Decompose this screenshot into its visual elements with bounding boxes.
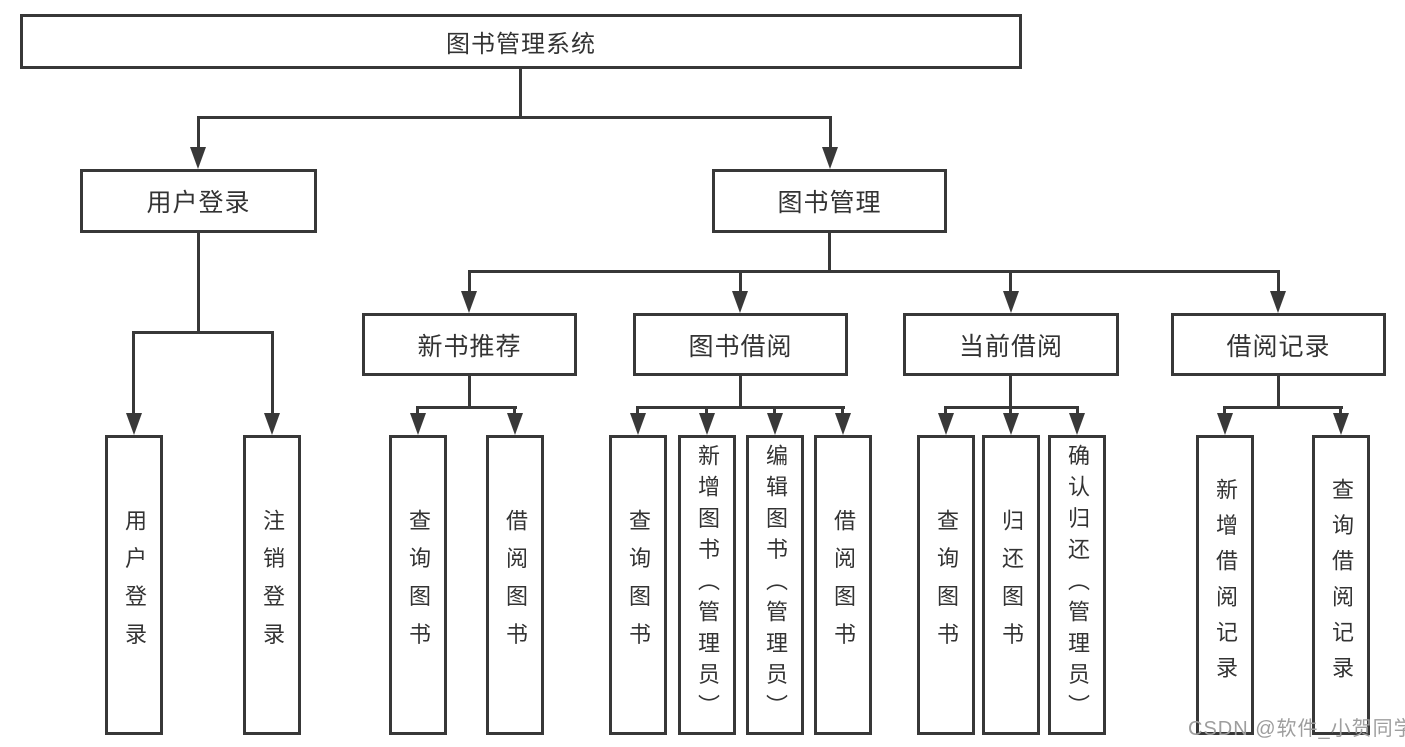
connector-line (468, 270, 1280, 273)
node-query-books-current: 查询图书 (917, 435, 975, 735)
node-logout: 注销登录 (243, 435, 301, 735)
connector-line (705, 406, 708, 415)
node-borrow-books-recommend: 借阅图书 (486, 435, 544, 735)
connector-line (1076, 406, 1079, 415)
node-query-books-recommend-label: 查询图书 (406, 509, 431, 661)
node-query-books-borrowing: 查询图书 (609, 435, 667, 735)
connector-line (773, 406, 776, 415)
arrowhead-down-icon (1217, 413, 1233, 435)
connector-line (1339, 406, 1342, 415)
connector-line (132, 331, 274, 334)
connector-line (1277, 376, 1280, 409)
node-root-label: 图书管理系统 (446, 31, 596, 58)
node-query-books-current-label: 查询图书 (934, 509, 959, 661)
connector-line (197, 116, 832, 119)
node-add-books-admin-label: 新增图书（管理员） (695, 444, 720, 726)
node-book-borrowing-label: 图书借阅 (688, 332, 793, 361)
node-borrow-records-label: 借阅记录 (1226, 332, 1331, 361)
connector-line (519, 69, 522, 118)
node-current-borrowing-label: 当前借阅 (958, 332, 1063, 361)
arrowhead-down-icon (461, 291, 477, 313)
arrowhead-down-icon (732, 291, 748, 313)
connector-line (1009, 270, 1012, 293)
node-borrow-records: 借阅记录 (1171, 313, 1386, 376)
arrowhead-down-icon (1003, 291, 1019, 313)
arrowhead-down-icon (822, 147, 838, 169)
node-edit-books-admin-label: 编辑图书（管理员） (763, 444, 788, 726)
connector-line (1009, 406, 1012, 415)
watermark-text: CSDN @软件_小贺同学 (1188, 718, 1405, 740)
arrowhead-down-icon (630, 413, 646, 435)
connector-line (271, 331, 274, 415)
node-user-login-leaf: 用户登录 (105, 435, 163, 735)
arrowhead-down-icon (1333, 413, 1349, 435)
arrowhead-down-icon (190, 147, 206, 169)
node-book-management-label: 图书管理 (777, 189, 882, 217)
node-query-books-borrowing-label: 查询图书 (626, 509, 651, 661)
arrowhead-down-icon (699, 413, 715, 435)
node-new-book-recommend-label: 新书推荐 (417, 332, 522, 361)
connector-line (197, 116, 200, 149)
connector-line (468, 376, 471, 409)
connector-line (944, 406, 947, 415)
connector-line (636, 406, 639, 415)
connector-line (829, 116, 832, 149)
connector-line (468, 270, 471, 293)
arrowhead-down-icon (938, 413, 954, 435)
arrowhead-down-icon (126, 413, 142, 435)
connector-line (132, 331, 135, 415)
node-borrow-books-recommend-label: 借阅图书 (503, 509, 528, 661)
connector-line (416, 406, 517, 409)
connector-line (841, 406, 844, 415)
arrowhead-down-icon (507, 413, 523, 435)
node-new-book-recommend: 新书推荐 (362, 313, 577, 376)
node-logout-label: 注销登录 (260, 509, 285, 661)
connector-line (1009, 376, 1012, 409)
arrowhead-down-icon (1003, 413, 1019, 435)
node-user-login: 用户登录 (80, 169, 317, 233)
arrowhead-down-icon (1069, 413, 1085, 435)
node-add-borrow-record: 新增借阅记录 (1196, 435, 1254, 735)
node-add-borrow-record-label: 新增借阅记录 (1213, 478, 1238, 692)
node-add-books-admin: 新增图书（管理员） (678, 435, 736, 735)
arrowhead-down-icon (767, 413, 783, 435)
node-user-login-label: 用户登录 (146, 189, 251, 217)
node-edit-books-admin: 编辑图书（管理员） (746, 435, 804, 735)
arrowhead-down-icon (1270, 291, 1286, 313)
node-return-books-label: 归还图书 (999, 509, 1024, 661)
connector-line (513, 406, 516, 415)
node-root: 图书管理系统 (20, 14, 1022, 69)
connector-line (197, 233, 200, 334)
node-confirm-return-admin-label: 确认归还（管理员） (1065, 444, 1090, 726)
arrowhead-down-icon (835, 413, 851, 435)
connector-line (636, 406, 845, 409)
node-borrow-books: 借阅图书 (814, 435, 872, 735)
arrowhead-down-icon (264, 413, 280, 435)
node-return-books: 归还图书 (982, 435, 1040, 735)
node-book-borrowing: 图书借阅 (633, 313, 848, 376)
node-query-borrow-record: 查询借阅记录 (1312, 435, 1370, 735)
node-query-borrow-record-label: 查询借阅记录 (1329, 478, 1354, 692)
connector-line (739, 376, 742, 409)
connector-line (1223, 406, 1226, 415)
node-borrow-books-label: 借阅图书 (831, 509, 856, 661)
connector-line (828, 233, 831, 273)
node-book-management: 图书管理 (712, 169, 947, 233)
connector-line (739, 270, 742, 293)
node-current-borrowing: 当前借阅 (903, 313, 1119, 376)
arrowhead-down-icon (410, 413, 426, 435)
connector-line (1277, 270, 1280, 293)
connector-line (1223, 406, 1343, 409)
node-user-login-leaf-label: 用户登录 (122, 509, 147, 661)
node-confirm-return-admin: 确认归还（管理员） (1048, 435, 1106, 735)
node-query-books-recommend: 查询图书 (389, 435, 447, 735)
connector-line (416, 406, 419, 415)
